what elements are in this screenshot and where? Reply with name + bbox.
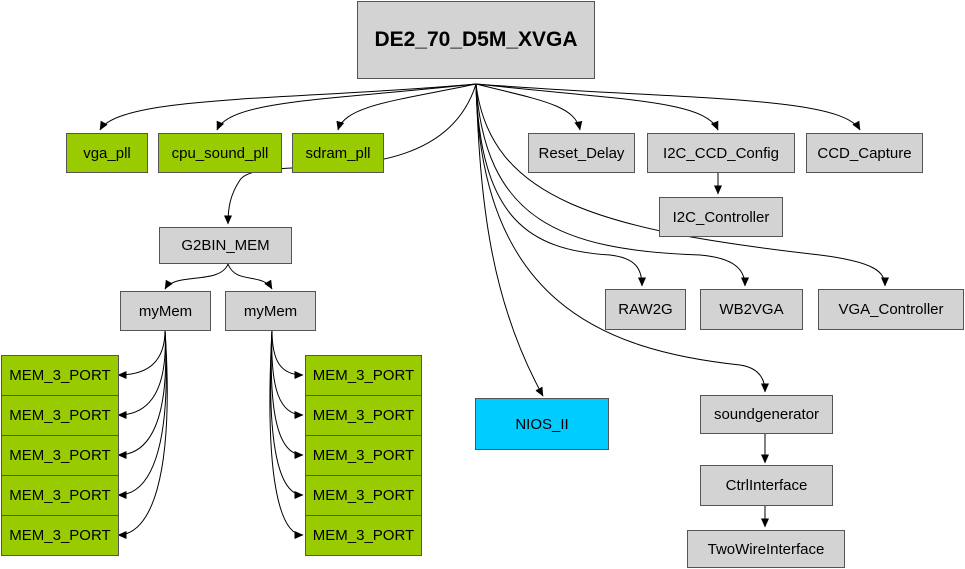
edge-mymem-right-mem-3 (270, 329, 304, 459)
node-sdram-pll: sdram_pll (292, 133, 384, 173)
edge-mymem-right-mem-2 (271, 329, 304, 419)
node-mem-3-port-left-1: MEM_3_PORT (1, 355, 119, 396)
node-soundgenerator: soundgenerator (700, 395, 833, 434)
edge-mymem-left-mem-4 (117, 329, 167, 499)
edge-mymem-left-mem-2 (117, 329, 166, 419)
node-g2bin-mem: G2BIN_MEM (159, 227, 292, 264)
node-mem-3-port-left-4: MEM_3_PORT (1, 475, 119, 516)
node-reset-delay: Reset_Delay (528, 133, 635, 173)
node-i2c-controller: I2C_Controller (659, 197, 783, 237)
edge-g2bin-mymem-left (164, 263, 229, 290)
edge-root-i2c-ccd-config (475, 83, 719, 131)
edge-mymem-left-mem-1 (117, 329, 166, 379)
node-mem-3-port-right-1: MEM_3_PORT (305, 355, 422, 396)
edge-root-soundgenerator (475, 83, 769, 393)
node-wb2vga: WB2VGA (700, 289, 803, 330)
node-mem-3-port-right-4: MEM_3_PORT (305, 475, 422, 516)
node-mem-3-port-right-2: MEM_3_PORT (305, 395, 422, 436)
node-ccd-capture: CCD_Capture (806, 133, 923, 173)
node-i2c-ccd-config: I2C_CCD_Config (647, 133, 795, 173)
node-mem-3-port-left-2: MEM_3_PORT (1, 395, 119, 436)
node-mem-3-port-left-5: MEM_3_PORT (1, 515, 119, 556)
edge-root-reset-delay (475, 83, 583, 131)
edge-mymem-right-mem-1 (271, 329, 304, 379)
edge-root-vga-controller (475, 83, 889, 287)
edge-mymem-right-mem-5 (269, 329, 304, 539)
node-mymem-left: myMem (120, 291, 211, 331)
node-mem-3-port-left-3: MEM_3_PORT (1, 435, 119, 476)
node-de2-70-d5m-xvga: DE2_70_D5M_XVGA (357, 1, 595, 79)
edge-mymem-right-mem-4 (270, 329, 304, 499)
node-ctrlinterface: CtrlInterface (700, 465, 833, 506)
node-mem-3-port-right-3: MEM_3_PORT (305, 435, 422, 476)
node-mem-3-port-right-5: MEM_3_PORT (305, 515, 422, 556)
node-mymem-right: myMem (225, 291, 316, 331)
node-vga-controller: VGA_Controller (818, 289, 964, 330)
edge-root-sdram-pll (336, 83, 477, 131)
edge-g2bin-mymem-right (227, 263, 273, 290)
edge-root-nios-ii (475, 83, 544, 397)
node-raw2g: RAW2G (605, 289, 686, 330)
edge-root-ccd-capture (475, 83, 861, 131)
node-nios-ii: NIOS_II (475, 398, 609, 450)
node-cpu-sound-pll: cpu_sound_pll (158, 133, 282, 173)
edge-root-vga-pll (99, 83, 477, 131)
edge-root-raw2g (475, 83, 646, 287)
node-vga-pll: vga_pll (66, 133, 148, 173)
edge-mymem-left-mem-3 (117, 329, 167, 459)
edge-root-wb2vga (475, 83, 749, 287)
edge-root-cpu-sound-pll (216, 83, 477, 131)
edge-mymem-left-mem-5 (117, 329, 168, 539)
node-twowireinterface: TwoWireInterface (687, 530, 845, 568)
